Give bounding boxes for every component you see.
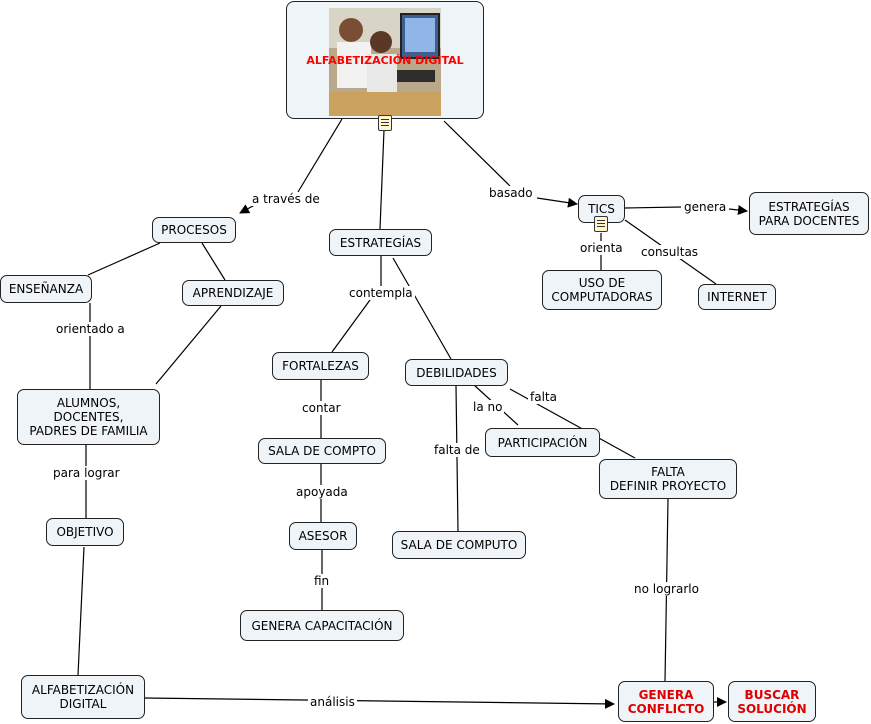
link-label-orientado-a: orientado a <box>54 322 127 336</box>
link-label-la-no: la no <box>471 400 505 414</box>
link-label-falta: falta <box>528 390 559 404</box>
link-label-falta-de: falta de <box>432 443 482 457</box>
node-asesor[interactable]: ASESOR <box>289 522 357 550</box>
link-label-contar: contar <box>300 401 343 415</box>
link-label-analisis: análisis <box>308 695 357 709</box>
root-concept-node[interactable]: ALFABETIZACIÓN DIGITAL <box>286 1 484 119</box>
link-label-genera: genera <box>682 200 729 214</box>
node-uso-computadoras[interactable]: USO DE COMPUTADORAS <box>542 270 662 310</box>
link-label-orienta: orienta <box>578 241 625 255</box>
link-label-consultas: consultas <box>639 245 701 259</box>
document-icon[interactable] <box>378 115 392 131</box>
node-alfabetizacion-digital[interactable]: ALFABETIZACIÓN DIGITAL <box>21 675 145 719</box>
node-participacion[interactable]: PARTICIPACIÓN <box>485 428 600 457</box>
node-debilidades[interactable]: DEBILIDADES <box>405 359 508 386</box>
node-genera-capacitacion[interactable]: GENERA CAPACITACIÓN <box>240 610 404 641</box>
link-label-no-lograrlo: no lograrlo <box>632 582 701 596</box>
node-fortalezas[interactable]: FORTALEZAS <box>272 352 369 380</box>
node-procesos[interactable]: PROCESOS <box>152 217 236 243</box>
node-buscar-solucion[interactable]: BUSCAR SOLUCIÓN <box>728 681 816 722</box>
node-ensenanza[interactable]: ENSEÑANZA <box>0 275 92 303</box>
node-sala-compto[interactable]: SALA DE COMPTO <box>258 438 386 464</box>
link-label-para-lograr: para lograr <box>51 466 122 480</box>
node-estrategias-docentes[interactable]: ESTRATEGÍAS PARA DOCENTES <box>749 192 869 235</box>
node-alumnos[interactable]: ALUMNOS, DOCENTES, PADRES DE FAMILIA <box>17 389 160 445</box>
node-estrategias[interactable]: ESTRATEGÍAS <box>329 229 432 256</box>
link-label-apoyada: apoyada <box>294 485 350 499</box>
node-falta-definir-proyecto[interactable]: FALTA DEFINIR PROYECTO <box>599 459 737 499</box>
link-label-basado: basado <box>487 186 535 200</box>
node-aprendizaje[interactable]: APRENDIZAJE <box>182 280 284 306</box>
node-sala-computo[interactable]: SALA DE COMPUTO <box>392 531 526 559</box>
two-children-at-computer-photo <box>329 8 441 116</box>
link-label-contempla: contempla <box>347 286 415 300</box>
node-genera-conflicto[interactable]: GENERA CONFLICTO <box>618 681 714 722</box>
root-title: ALFABETIZACIÓN DIGITAL <box>306 54 464 67</box>
node-objetivo[interactable]: OBJETIVO <box>46 518 124 546</box>
link-label-a-traves-de: a través de <box>250 192 322 206</box>
node-internet[interactable]: INTERNET <box>698 284 776 310</box>
document-icon[interactable] <box>594 216 608 232</box>
link-label-fin: fin <box>312 574 332 588</box>
